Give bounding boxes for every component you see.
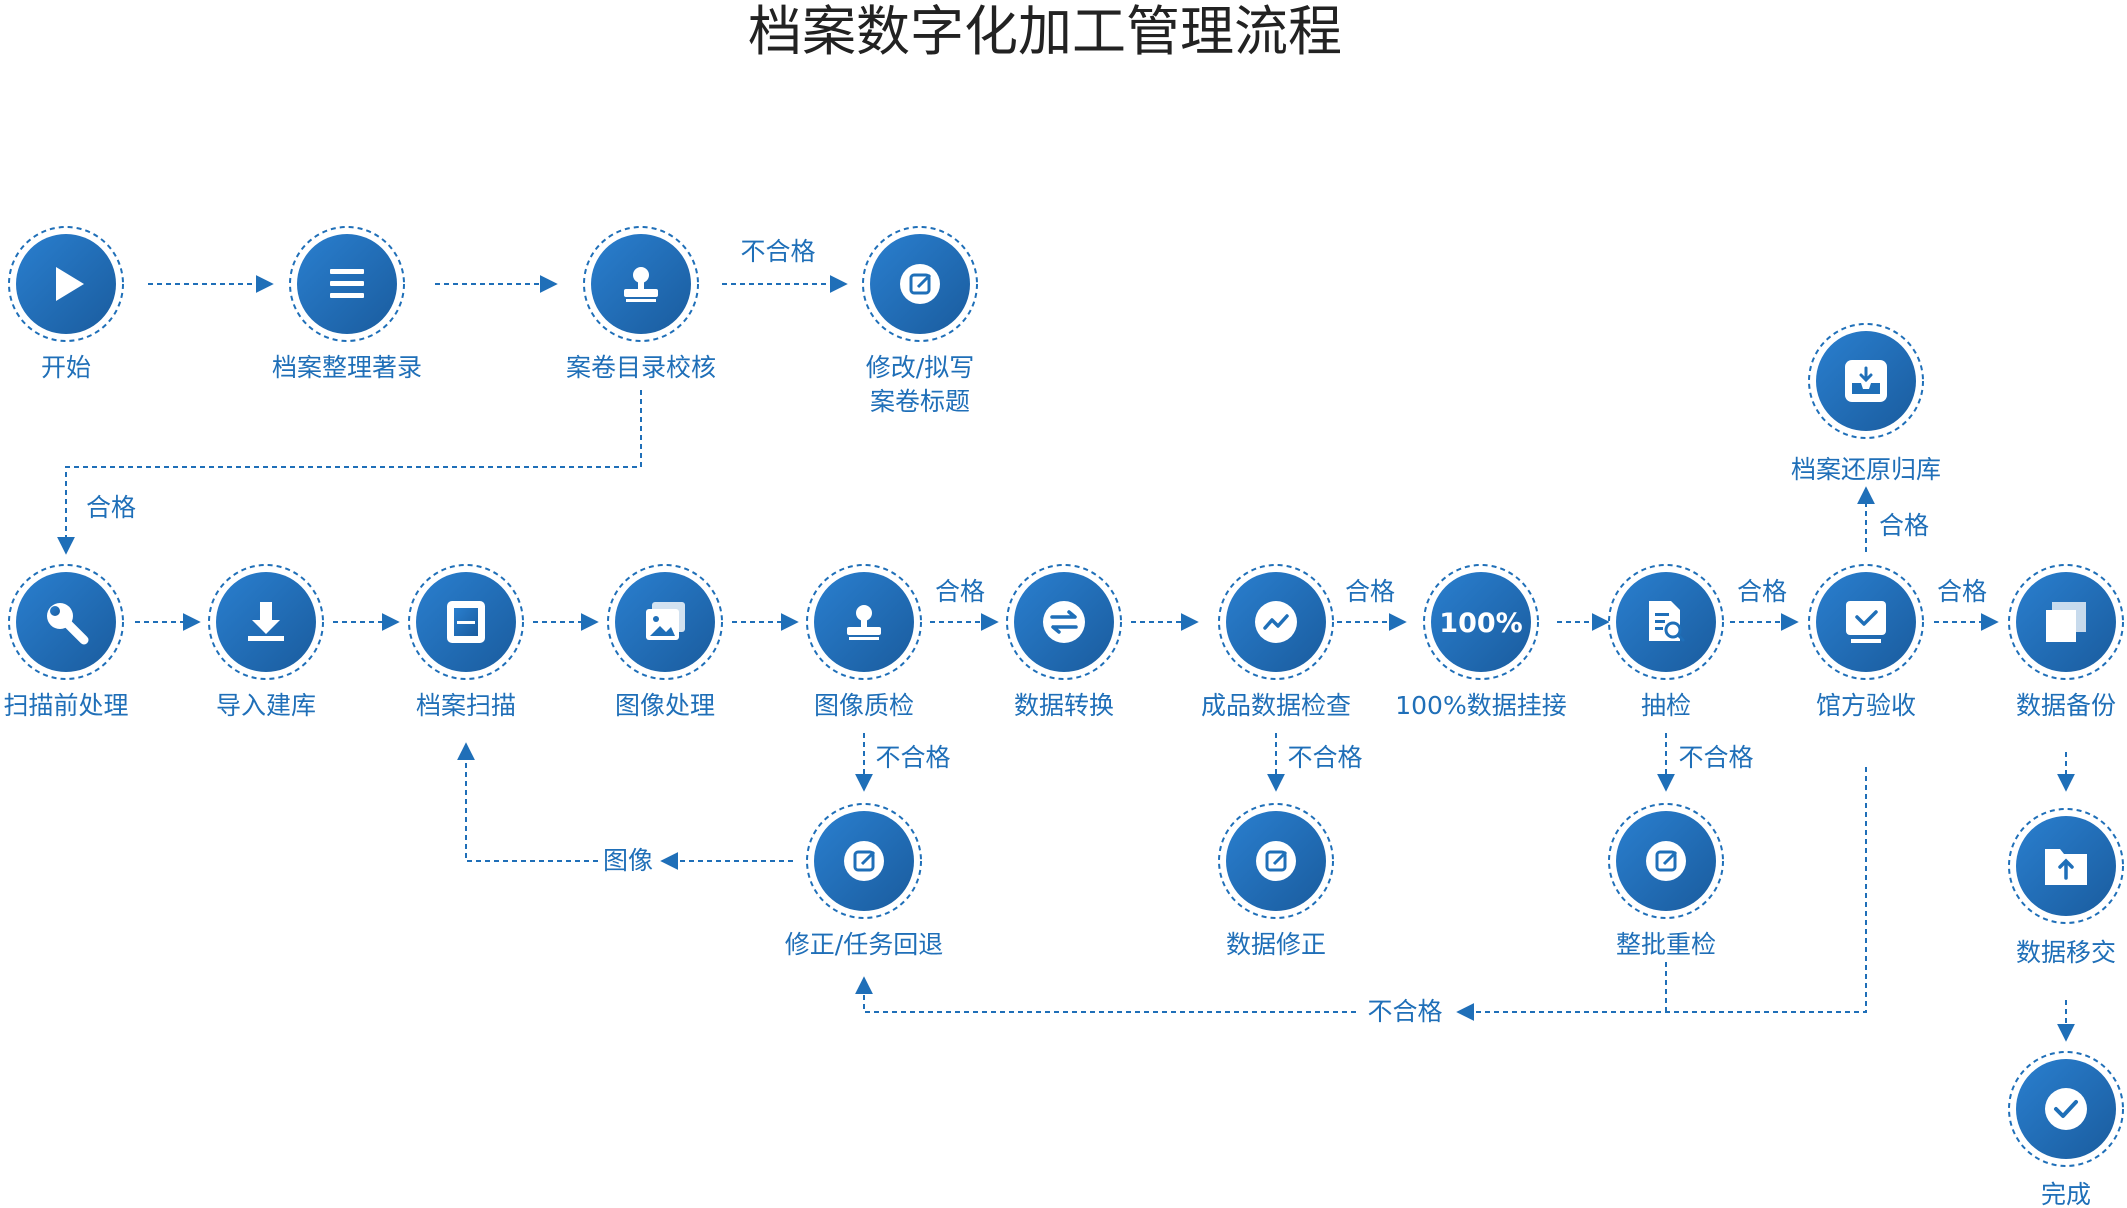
node-sample xyxy=(1608,564,1724,680)
node-accept xyxy=(1808,564,1924,680)
node-imgqc xyxy=(806,564,922,680)
edit-icon xyxy=(1646,841,1686,881)
node-hook: 100% xyxy=(1423,564,1539,680)
edge-accept-fail xyxy=(1456,767,1867,1021)
node-recheck xyxy=(1608,803,1724,919)
node-label-backup: 数据备份 xyxy=(2016,691,2116,720)
copy-icon xyxy=(2046,602,2086,642)
label-image: 图像 xyxy=(603,846,653,875)
node-backup xyxy=(2008,564,2124,680)
node-label-arrange: 档案整理著录 xyxy=(272,353,422,382)
node-label-start: 开始 xyxy=(41,353,91,382)
label-accept-pass: 合格 xyxy=(1937,577,1987,606)
node-prescan xyxy=(8,564,124,680)
percent-badge: 100% xyxy=(1439,608,1522,639)
node-fix-task xyxy=(806,803,922,919)
stamp-icon xyxy=(624,267,658,302)
label-imgqc-pass: 合格 xyxy=(935,577,985,606)
node-label-transfer: 数据移交 xyxy=(2016,938,2116,967)
label-imgqc-fail: 不合格 xyxy=(875,743,950,772)
node-label-recheck: 整批重检 xyxy=(1616,930,1716,959)
node-imgproc xyxy=(607,564,723,680)
node-arrange xyxy=(289,226,405,342)
wrench-icon xyxy=(47,603,89,645)
swap-icon xyxy=(1043,601,1085,643)
scan-icon xyxy=(447,601,485,643)
check-icon xyxy=(2045,1088,2087,1130)
node-label-done: 完成 xyxy=(2041,1180,2091,1208)
node-label-imgproc: 图像处理 xyxy=(615,691,715,720)
inbox-icon xyxy=(1845,360,1887,402)
check-board-icon xyxy=(1846,601,1886,643)
node-label-revise-title-line1: 修改/拟写 xyxy=(866,353,974,382)
list-icon xyxy=(330,269,364,298)
node-label-sample: 抽检 xyxy=(1641,691,1691,720)
doc-search-icon xyxy=(1649,601,1685,642)
node-label-import: 导入建库 xyxy=(216,691,316,720)
node-label-revise-title-line2: 案卷标题 xyxy=(870,387,970,416)
node-start xyxy=(8,226,124,342)
edit-icon xyxy=(1256,841,1296,881)
edge-labels: 不合格 合格 合格 合格 合格 合格 合格 不合格 不合格 不合格 图像 不合格 xyxy=(86,237,1987,1026)
stamp-icon xyxy=(847,605,881,640)
node-label-imgqc: 图像质检 xyxy=(814,691,914,720)
label-productqc-pass: 合格 xyxy=(1345,577,1395,606)
edit-icon xyxy=(900,264,940,304)
folder-upload-icon xyxy=(2045,849,2087,885)
node-revise-title xyxy=(862,226,978,342)
node-label-restore: 档案还原归库 xyxy=(1791,455,1941,484)
edit-icon xyxy=(844,841,884,881)
node-label-prescan: 扫描前处理 xyxy=(3,691,128,720)
label-accept-restore-pass: 合格 xyxy=(1879,511,1929,540)
node-done xyxy=(2008,1051,2124,1167)
label-productqc-fail: 不合格 xyxy=(1287,743,1362,772)
node-label-hook: 100%数据挂接 xyxy=(1395,691,1566,720)
node-label-convert: 数据转换 xyxy=(1014,691,1114,720)
play-icon xyxy=(56,267,84,301)
chart-icon xyxy=(1255,601,1297,643)
edge-image-scan xyxy=(457,742,598,862)
node-label-productqc: 成品数据检查 xyxy=(1201,691,1351,720)
diagram-title: 档案数字化加工管理流程 xyxy=(748,0,1342,63)
node-label-fix-data: 数据修正 xyxy=(1226,930,1326,959)
node-productqc xyxy=(1218,564,1334,680)
node-label-accept: 馆方验收 xyxy=(1816,691,1916,720)
node-restore xyxy=(1808,323,1924,439)
node-label-catalog: 案卷目录校核 xyxy=(566,353,716,382)
nodes: 开始 档案整理著录 案卷目录校核 xyxy=(3,226,2124,1208)
edge-catalog-prescan xyxy=(57,390,642,555)
edges xyxy=(57,275,2075,1042)
label-sample-pass: 合格 xyxy=(1737,577,1787,606)
node-label-fix-task: 修正/任务回退 xyxy=(785,930,943,959)
node-convert xyxy=(1006,564,1122,680)
label-bottom-fail: 不合格 xyxy=(1367,997,1442,1026)
node-import xyxy=(208,564,324,680)
label-sample-fail: 不合格 xyxy=(1678,743,1753,772)
node-transfer xyxy=(2008,808,2124,924)
node-fix-data xyxy=(1218,803,1334,919)
image-icon xyxy=(646,602,685,640)
node-scan xyxy=(408,564,524,680)
edge-fail-fixtask xyxy=(855,976,1356,1013)
node-catalog xyxy=(583,226,699,342)
download-icon xyxy=(248,602,284,641)
node-label-scan: 档案扫描 xyxy=(416,691,516,720)
label-catalog-fail: 不合格 xyxy=(740,237,815,266)
label-catalog-pass: 合格 xyxy=(86,493,136,522)
